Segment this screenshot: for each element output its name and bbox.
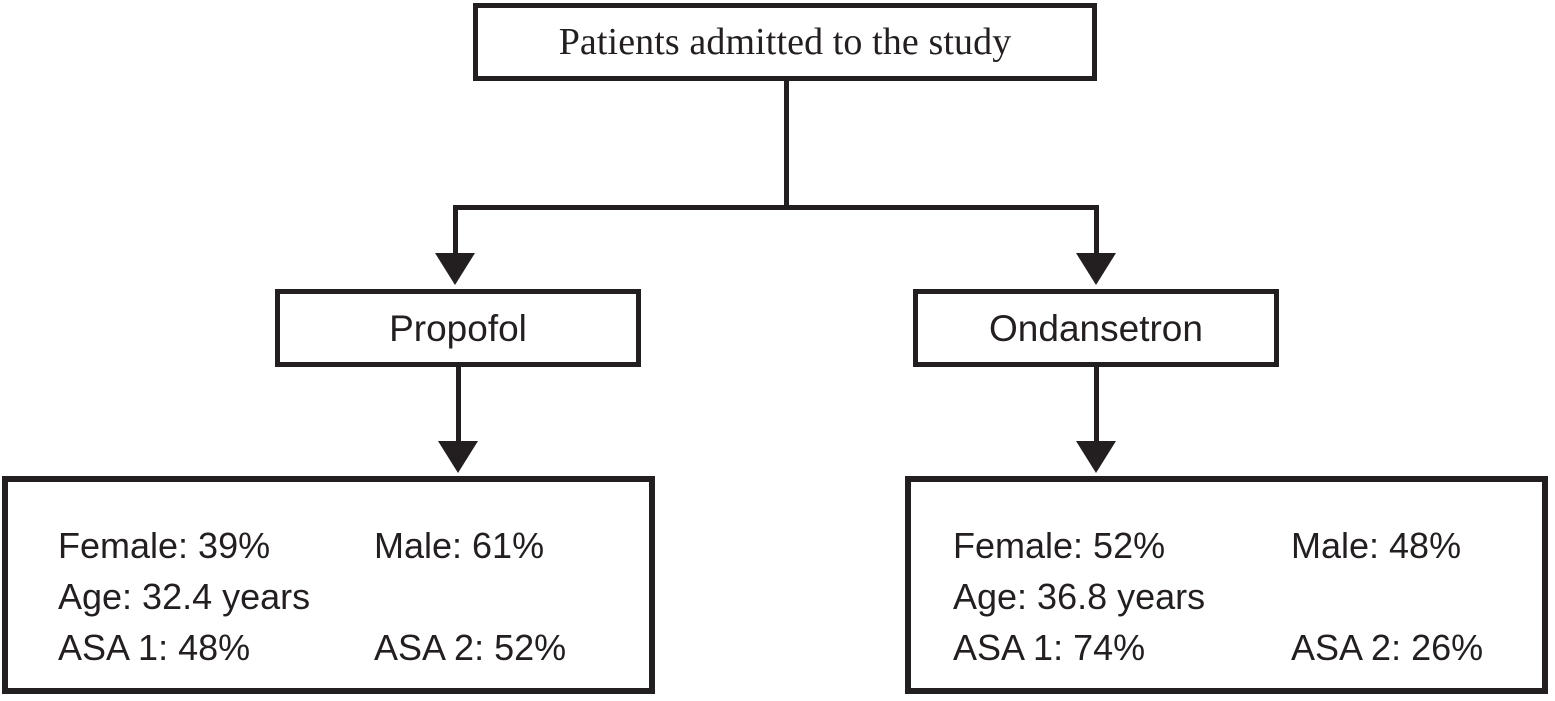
connector-split-bar: [453, 205, 1099, 210]
propofol-female-pct: Female: 39%: [58, 525, 271, 566]
node-patients-admitted: Patients admitted to the study: [473, 3, 1097, 81]
connector-drop-right: [1094, 205, 1099, 258]
ondansetron-details-grid: Female: 52% Male: 48% Age: 36.8 years AS…: [911, 482, 1542, 688]
propofol-details-grid: Female: 39% Male: 61% Age: 32.4 years AS…: [8, 482, 649, 688]
arrowhead-down-icon-to-propofol-details: [438, 441, 478, 473]
propofol-asa-2: ASA 2: 52%: [374, 627, 567, 668]
ondansetron-female-pct: Female: 52%: [953, 525, 1166, 566]
node-ondansetron-label: Ondansetron: [989, 307, 1203, 349]
ondansetron-asa-1: ASA 1: 74%: [953, 627, 1146, 668]
ondansetron-age: Age: 36.8 years: [953, 576, 1206, 617]
connector-drop-left: [453, 205, 458, 258]
connector-ondansetron-stem: [1094, 367, 1099, 446]
connector-root-trunk: [784, 78, 789, 210]
ondansetron-asa-2: ASA 2: 26%: [1291, 627, 1484, 668]
propofol-male-pct: Male: 61%: [374, 525, 545, 566]
node-ondansetron: Ondansetron: [913, 289, 1279, 367]
node-propofol: Propofol: [275, 289, 641, 367]
node-propofol-details: Female: 39% Male: 61% Age: 32.4 years AS…: [2, 476, 655, 694]
arrowhead-down-icon-to-ondansetron-details: [1076, 441, 1116, 473]
node-propofol-label: Propofol: [389, 307, 527, 349]
arrowhead-down-icon-to-ondansetron: [1076, 253, 1116, 285]
node-patients-admitted-label: Patients admitted to the study: [558, 21, 1012, 63]
node-ondansetron-details: Female: 52% Male: 48% Age: 36.8 years AS…: [905, 476, 1548, 694]
propofol-age: Age: 32.4 years: [58, 576, 311, 617]
ondansetron-male-pct: Male: 48%: [1291, 525, 1462, 566]
connector-propofol-stem: [456, 367, 461, 446]
arrowhead-down-icon-to-propofol: [435, 253, 475, 285]
propofol-asa-1: ASA 1: 48%: [58, 627, 251, 668]
